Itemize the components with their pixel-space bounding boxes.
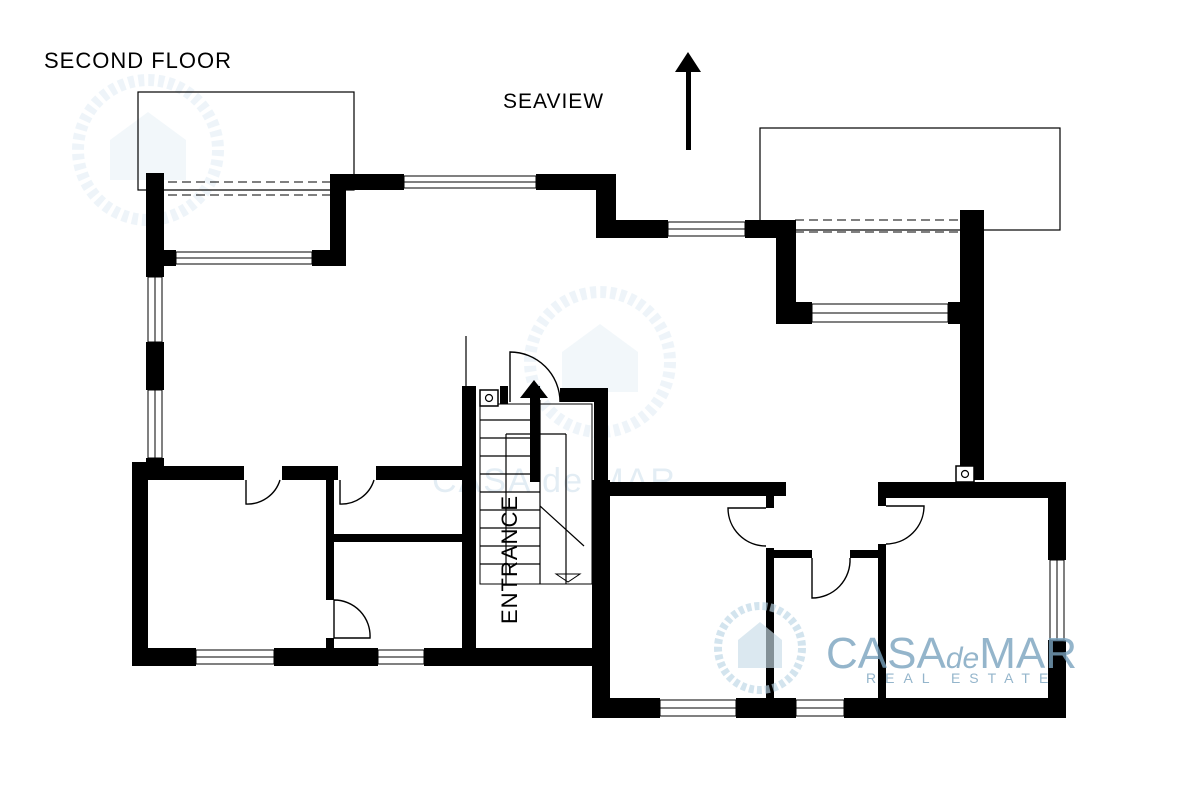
brand-mar: MAR	[979, 629, 1077, 678]
doors	[245, 351, 925, 639]
brand-medallion-icon	[714, 602, 806, 694]
entrance-arrow-icon	[520, 380, 548, 482]
brand-logo: CASAdeMAR REAL ESTATE	[714, 602, 1077, 694]
duct-icon-right	[955, 465, 975, 483]
svg-text:CASAdeMAR: CASAdeMAR	[826, 629, 1077, 678]
staircase	[479, 400, 593, 585]
windows	[147, 175, 1065, 717]
brand-de: de	[946, 642, 979, 675]
balcony-right	[759, 127, 1061, 231]
orientation-label: SEAVIEW	[503, 90, 604, 113]
balcony-left	[137, 91, 355, 191]
brand-tagline: REAL ESTATE	[866, 670, 1057, 686]
duct-icon	[479, 389, 499, 407]
north-arrow-icon	[675, 52, 701, 150]
watermark-medallion-center	[524, 286, 676, 438]
entrance-label: ENTRANCE	[497, 495, 522, 624]
floor-title: SECOND FLOOR	[44, 48, 232, 73]
brand-casa: CASA	[826, 629, 946, 678]
watermark-medallion-left	[72, 74, 224, 226]
